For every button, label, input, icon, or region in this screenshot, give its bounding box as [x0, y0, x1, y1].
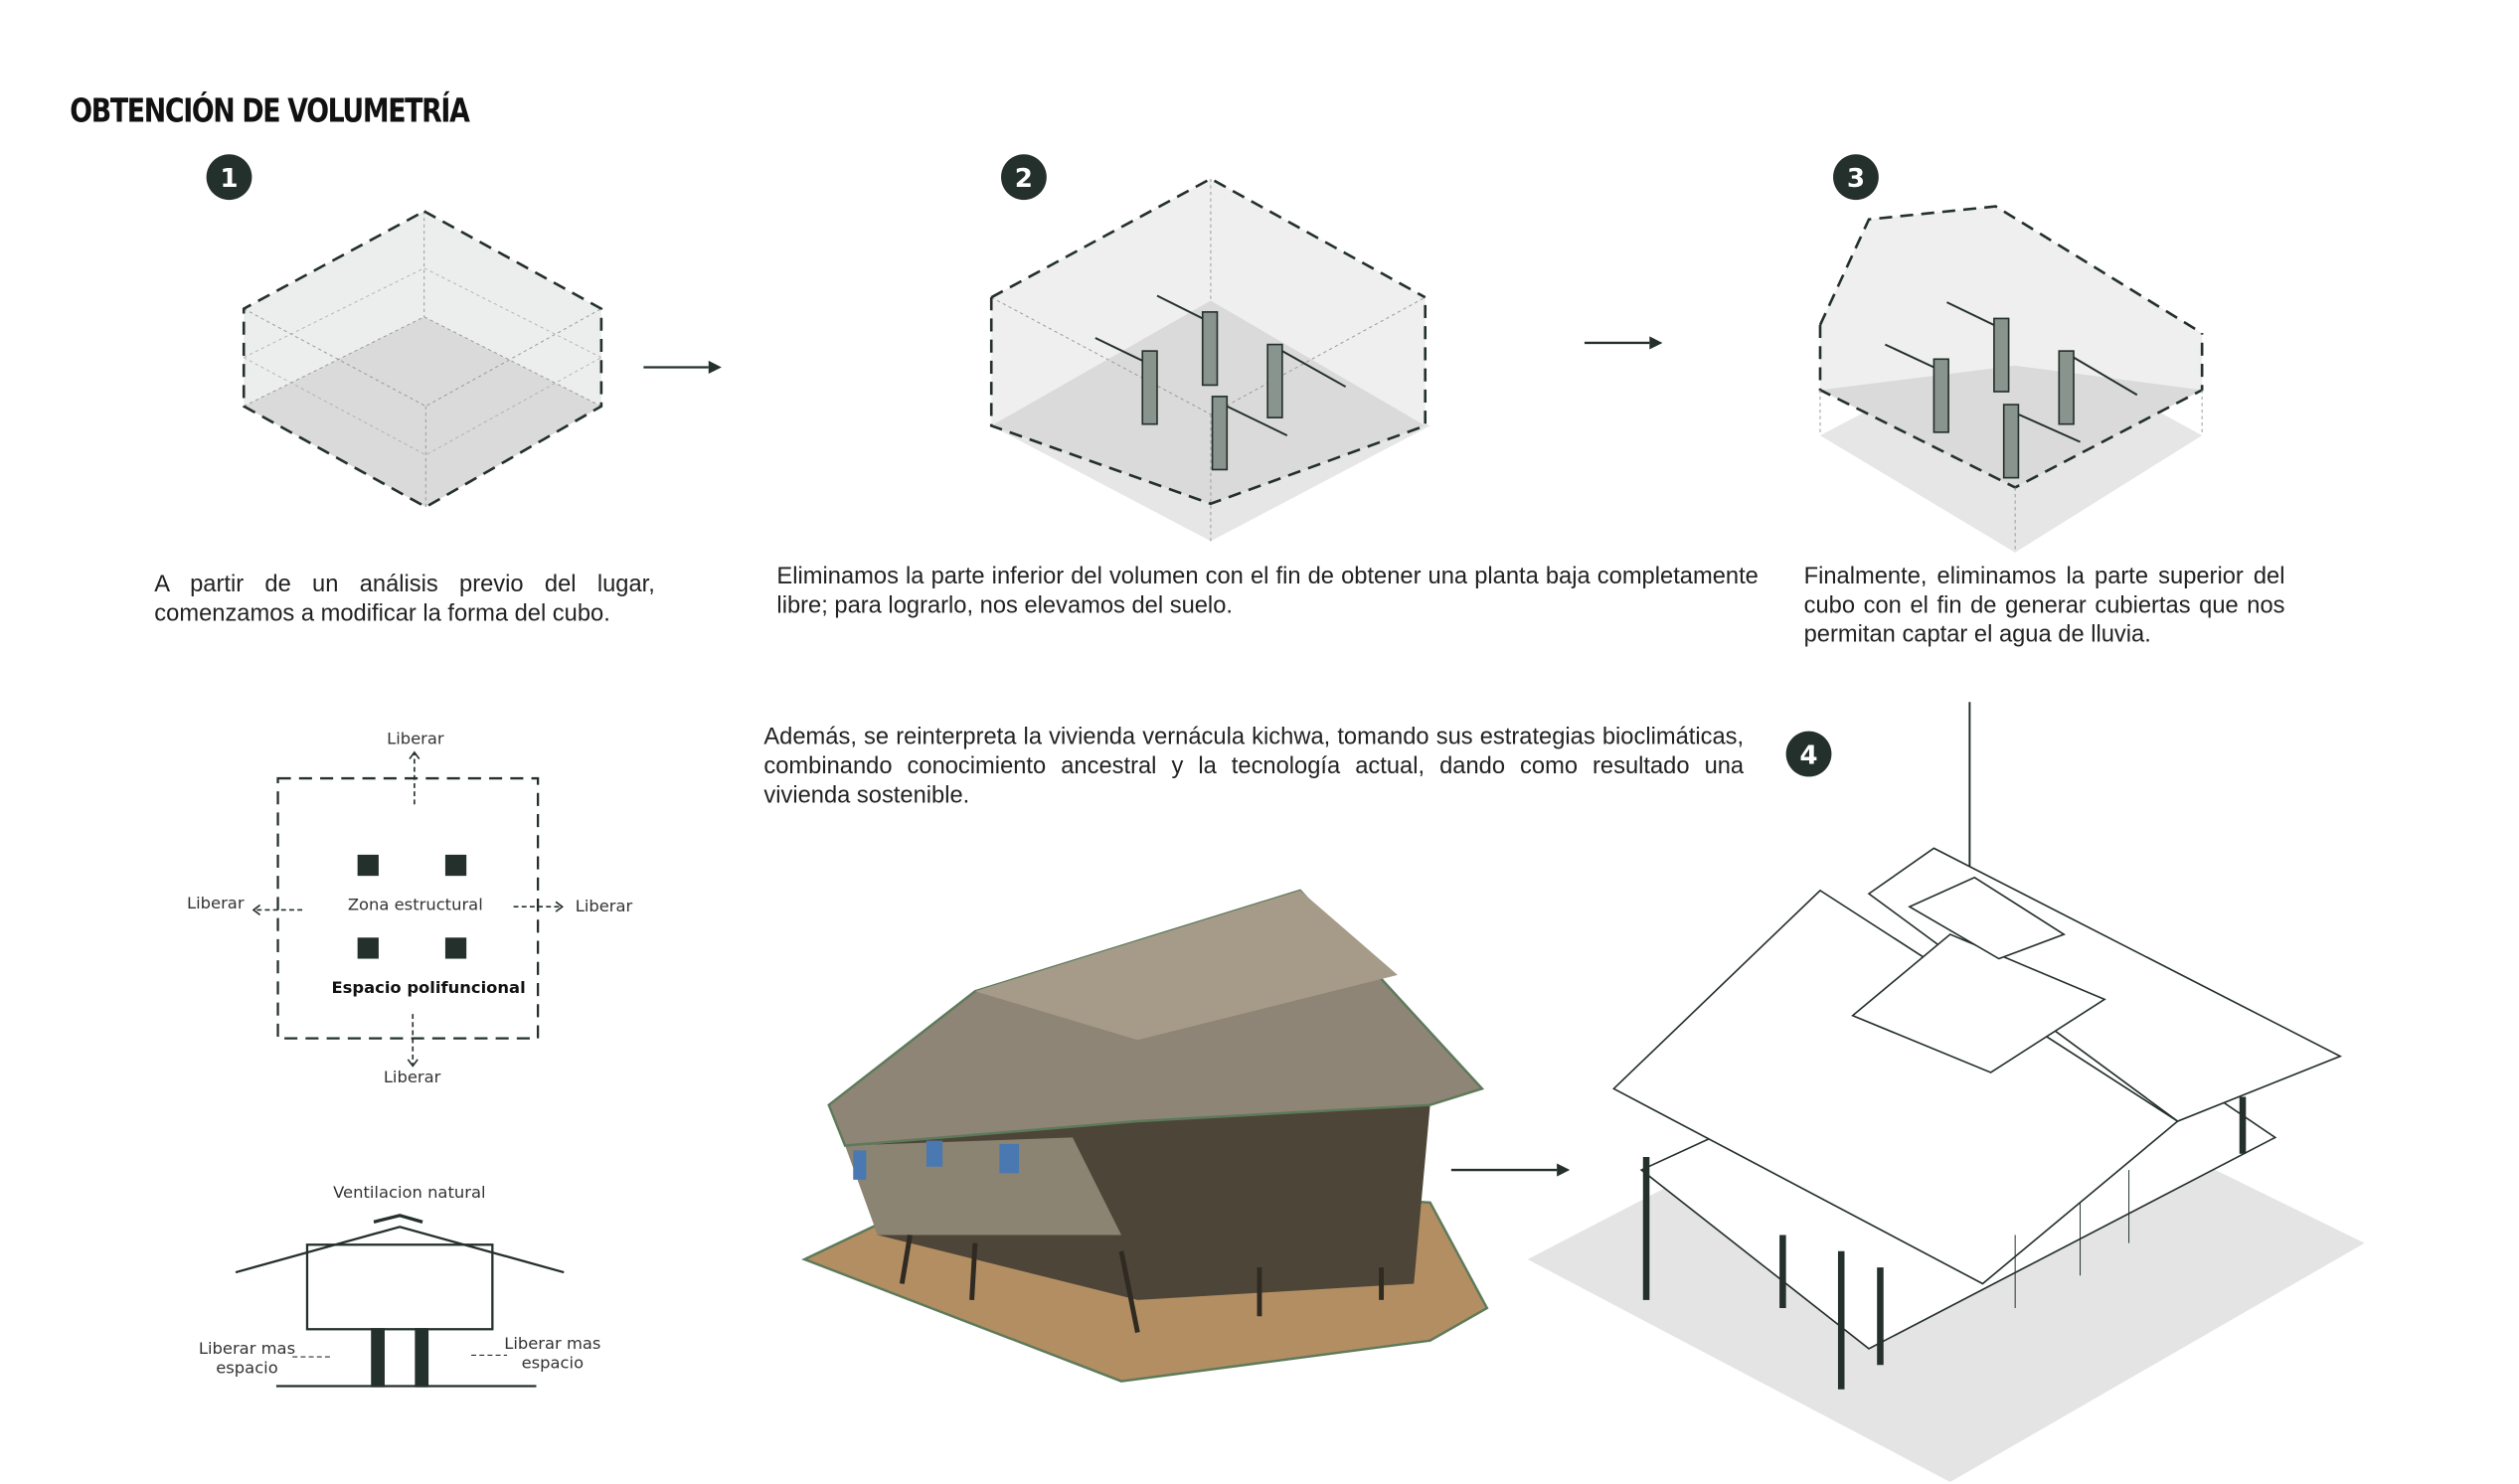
step-badge-2: 2 — [1001, 154, 1047, 201]
step-1-text: A partir de un análisis previo del lugar… — [154, 572, 655, 628]
step-badge-3: 3 — [1833, 154, 1879, 201]
cube-2-diagram — [989, 177, 1430, 542]
cube-3-diagram — [1818, 205, 2204, 553]
arrow-icon — [1450, 1163, 1571, 1177]
section-diagram — [235, 1214, 565, 1388]
section-label-left: Liberar mas espacio — [198, 1340, 296, 1379]
kichwa-house-photo — [801, 889, 1489, 1383]
plan-label-left: Liberar — [187, 895, 245, 913]
step-badge-1: 1 — [206, 154, 252, 201]
step-badge-4: 4 — [1785, 731, 1832, 777]
plan-label-bottom: Liberar — [383, 1069, 441, 1087]
cube-1-diagram — [242, 210, 603, 509]
isometric-house-drawing — [1527, 847, 2365, 1482]
plan-label-right: Liberar — [575, 899, 633, 917]
plan-label-top: Liberar — [387, 731, 444, 749]
arrow-icon — [643, 360, 722, 375]
plan-label-bold: Espacio polifuncional — [331, 979, 526, 998]
section-label-top: Ventilacion natural — [333, 1184, 486, 1203]
plan-label-center: Zona estructural — [347, 897, 483, 915]
page-title: OBTENCIÓN DE VOLUMETRÍA — [70, 90, 470, 130]
arrow-icon — [1584, 336, 1663, 350]
section-label-right: Liberar mas espacio — [504, 1335, 601, 1374]
plan-diagram — [252, 750, 565, 1068]
step-3-text: Finalmente, eliminamos la parte superior… — [1803, 564, 2285, 649]
step-2-text: Eliminamos la parte inferior del volumen… — [776, 564, 1759, 619]
step-4-text: Además, se reinterpreta la vivienda vern… — [763, 725, 1745, 810]
